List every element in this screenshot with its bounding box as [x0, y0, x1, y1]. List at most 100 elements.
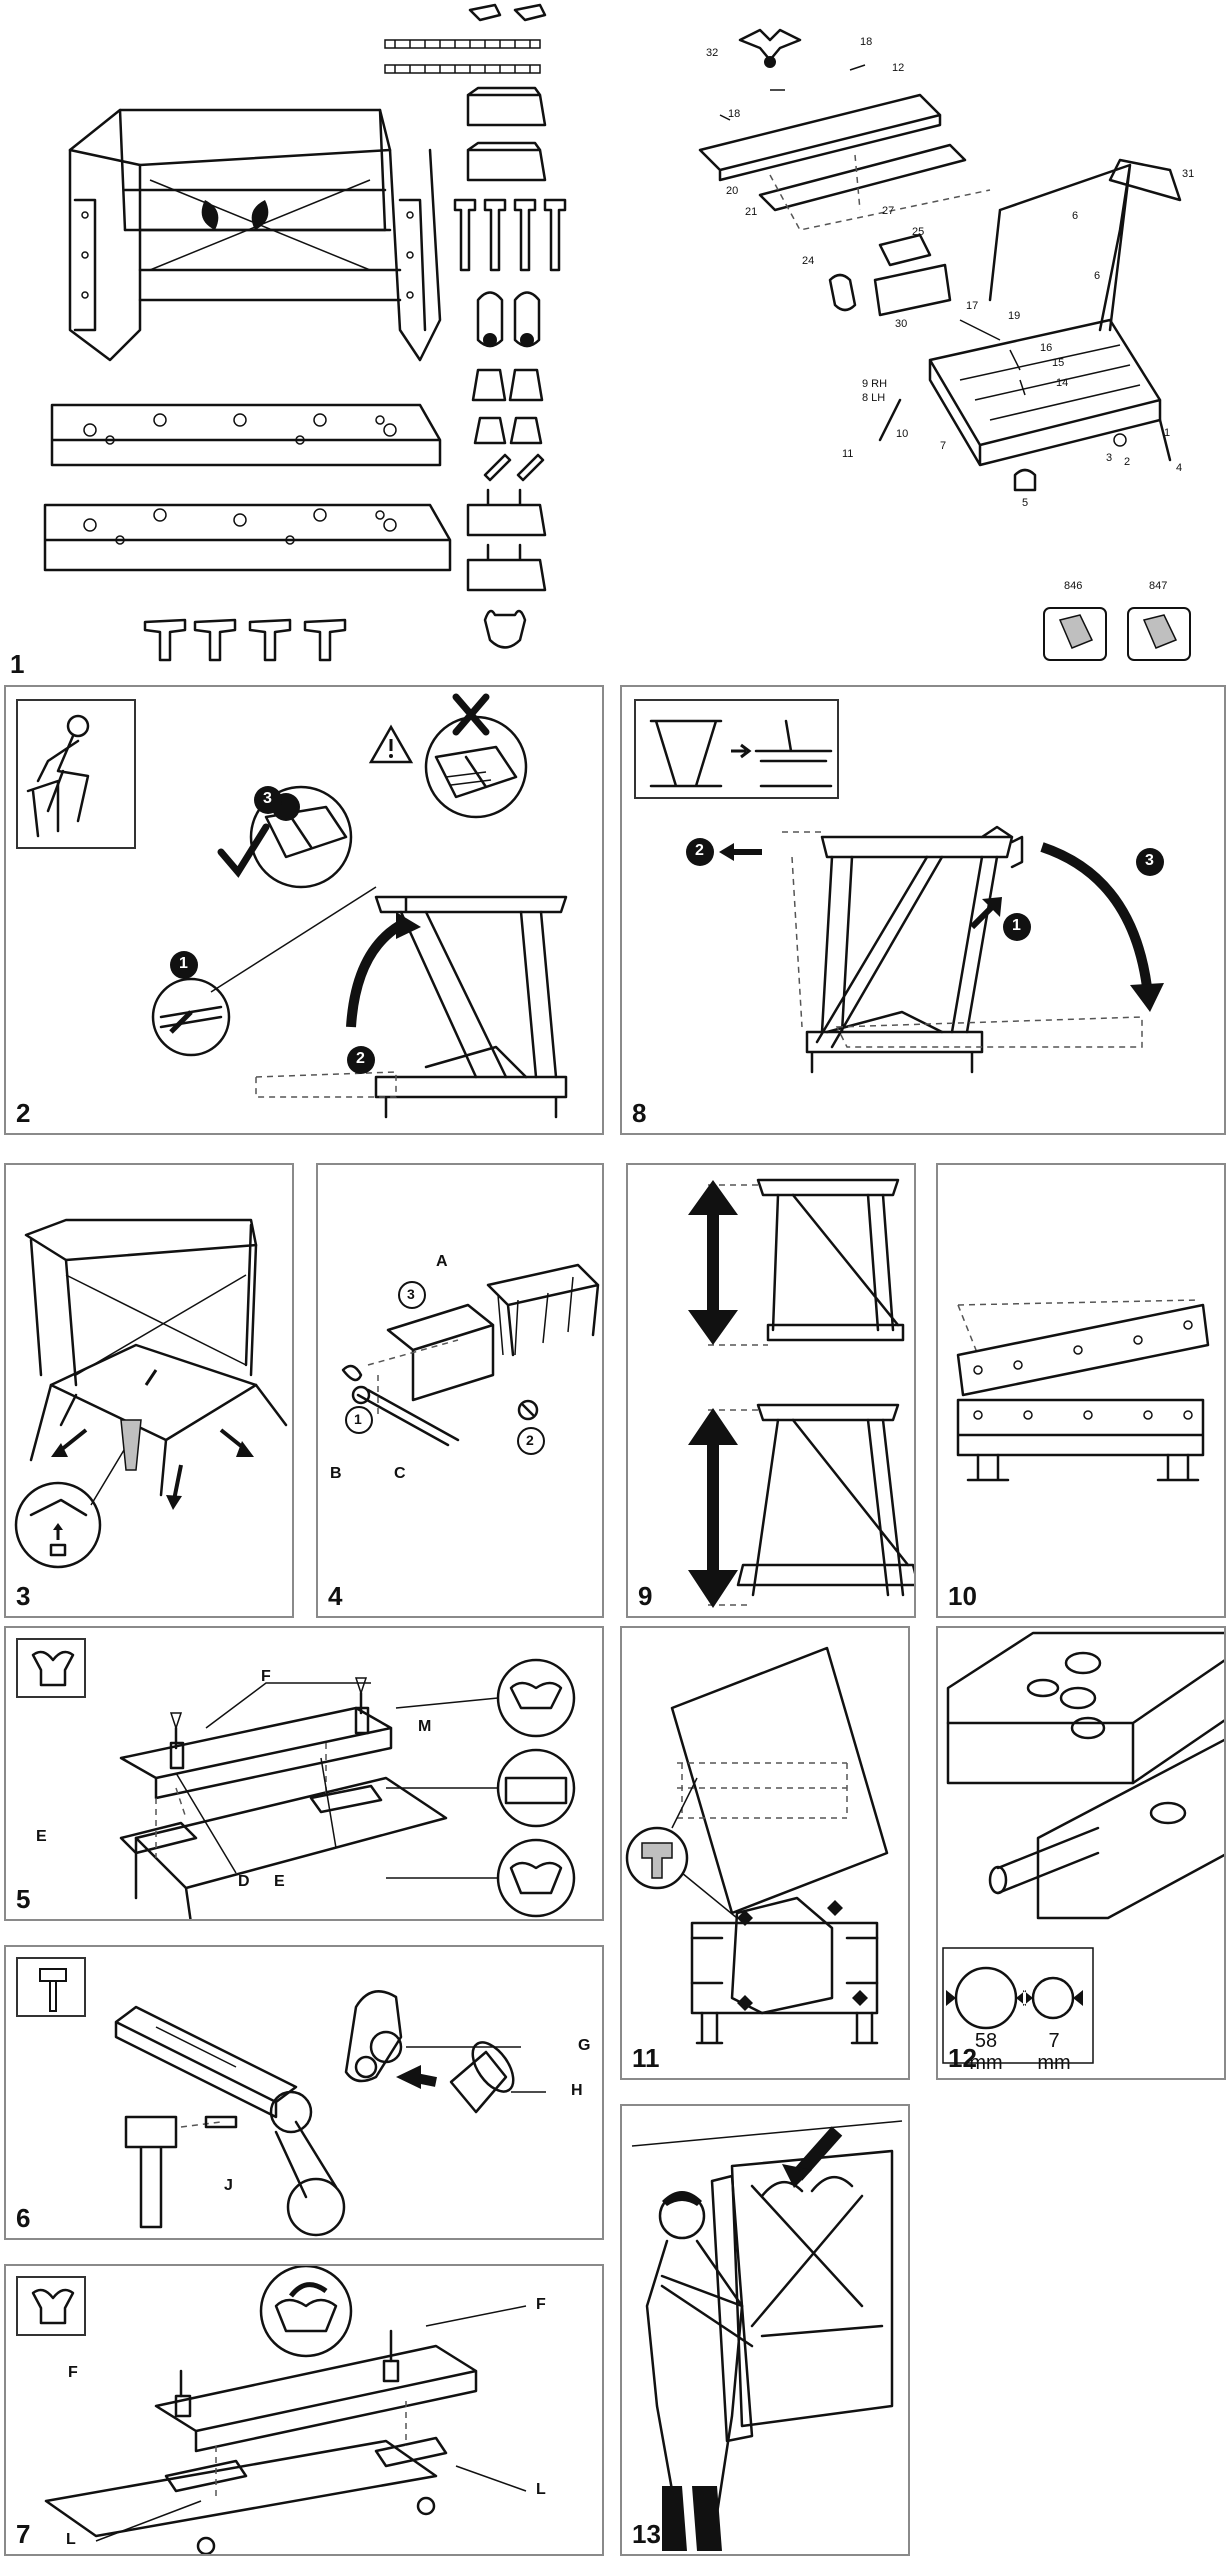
figure-4-vice-assembly: 1 2 3 A B C 4: [316, 1163, 604, 1618]
warning-icon: [368, 724, 414, 764]
figure-8-fold-bench: 1 2 3 8: [620, 685, 1226, 1135]
wingnut-inset: [16, 1638, 86, 1698]
bag-label-846: 846: [1064, 580, 1083, 592]
part-label-10: 10: [896, 428, 909, 440]
fold-drawing: [686, 825, 1164, 1074]
figure-6-handle-fitting: G H J 6: [4, 1945, 604, 2240]
part-label-8lh: 8 LH: [862, 392, 886, 404]
figure-3-open-legs: 3: [4, 1163, 294, 1618]
figure-number: 1: [10, 649, 25, 679]
exploded-view: [698, 28, 1182, 492]
part-label-9rh: 9 RH: [862, 378, 888, 390]
part-label-32: 32: [706, 47, 719, 59]
person-lifting-drawing: [26, 714, 90, 838]
detail-circle-1: [151, 977, 231, 1057]
part-label-31: 31: [1182, 168, 1195, 180]
label-e-left: E: [36, 1828, 47, 1845]
part-label-1: 1: [1164, 427, 1171, 439]
step-marker-2: 2: [356, 1050, 365, 1067]
figure-12-peg-holes: 58 mm 7 mm 12: [936, 1626, 1226, 2080]
figure-1-parts-overview: 32 18 12 18 20 21 27 25 31 6 6 24 17 19 …: [0, 0, 1230, 684]
height-positions-drawing: [688, 1178, 914, 1608]
dimension-value: 58: [974, 2030, 998, 2052]
wall-storage-drawing: [631, 2120, 903, 2551]
label-d: D: [238, 1873, 250, 1890]
part-label-5: 5: [1022, 497, 1029, 509]
parts-drawing: [43, 3, 1191, 662]
wingnut-icon: [31, 2288, 75, 2325]
figure-9-height-positions: 9: [626, 1163, 916, 1618]
figure-11-clamp-irregular-work: 11: [620, 1626, 910, 2080]
step-marker-1: 1: [1012, 917, 1021, 934]
fold-sequence-inset: [634, 699, 839, 799]
label-l-left: L: [66, 2531, 76, 2548]
clamp-irregular-drawing: [625, 1646, 889, 2045]
tilt-top-drawing: [956, 1299, 1210, 1482]
dimension-7mm: 7 mm: [1024, 2030, 1084, 2074]
cross-icon: [452, 693, 490, 736]
label-a: A: [436, 1253, 448, 1270]
vice-assembly-drawing: [341, 1263, 600, 1455]
part-label-20: 20: [726, 185, 739, 197]
part-label-6b: 6: [1094, 270, 1101, 282]
label-f-left: F: [68, 2364, 78, 2381]
part-label-19: 19: [1008, 310, 1021, 322]
wingnut-icon: [31, 1650, 75, 1687]
dimension-value: 7: [1048, 2030, 1060, 2052]
part-label-24: 24: [802, 255, 815, 267]
step-marker-2: 2: [695, 842, 704, 859]
step-marker-2: 2: [526, 1432, 534, 1448]
label-c: C: [394, 1465, 406, 1482]
figure-number: 7: [16, 2519, 31, 2549]
figure-13-wall-storage: 13: [620, 2104, 910, 2556]
step-marker-3: 3: [407, 1286, 415, 1302]
label-f: F: [261, 1668, 271, 1685]
dimension-unit: mm: [969, 2052, 1003, 2074]
part-label-14: 14: [1056, 377, 1069, 389]
jaw-positions-drawing: [44, 2266, 527, 2554]
part-label-3: 3: [1106, 452, 1113, 464]
hardware-column: [384, 3, 567, 649]
part-label-15: 15: [1052, 357, 1065, 369]
figure-number: 5: [16, 1884, 31, 1914]
swivel-pegs: [143, 618, 347, 662]
parts-bags: [1043, 607, 1191, 661]
label-m: M: [418, 1718, 432, 1735]
figure-7-jaw-positions: F F L L 7: [4, 2264, 604, 2556]
part-label-17: 17: [966, 300, 979, 312]
figure-5-attach-jaws: F M E D E 5: [4, 1626, 604, 1921]
arrow-icon: [346, 917, 409, 1028]
vice-jaw-boards: [43, 403, 452, 572]
label-e-right: E: [274, 1873, 285, 1890]
wingnut-inset: [16, 2276, 86, 2336]
bag-label-847: 847: [1149, 580, 1168, 592]
figure-number: 6: [16, 2203, 31, 2233]
part-label-12: 12: [892, 62, 905, 74]
unfold-drawing: [151, 693, 568, 1119]
part-label-6: 6: [1072, 210, 1079, 222]
figure-number: 9: [638, 1581, 653, 1611]
peg-holes-drawing: [942, 1631, 1224, 2064]
figure-number: 3: [16, 1581, 31, 1611]
detail-circle-foot: [14, 1481, 102, 1569]
label-j: J: [224, 2177, 233, 2194]
part-label-30: 30: [895, 318, 908, 330]
figure-2-unfold-bench: 1 2 3 2: [4, 685, 604, 1135]
dimension-unit: mm: [1037, 2052, 1071, 2074]
detail-circle-correct: [249, 785, 353, 889]
figure-number: 4: [328, 1581, 343, 1611]
label-l-right: L: [536, 2481, 546, 2498]
part-label-18b: 18: [728, 108, 741, 120]
part-label-2: 2: [1124, 456, 1131, 468]
figure-number: 10: [948, 1581, 977, 1611]
open-legs-drawing: [14, 1218, 288, 1569]
part-label-18: 18: [860, 36, 873, 48]
handle-fitting-drawing: [114, 1990, 546, 2237]
figure-number: 13: [632, 2519, 661, 2549]
figure-number: 12: [948, 2043, 977, 2073]
label-b: B: [330, 1465, 342, 1482]
hammer-inset: [16, 1957, 86, 2017]
part-label-7: 7: [940, 440, 947, 452]
part-label-4: 4: [1176, 462, 1183, 474]
part-label-16: 16: [1040, 342, 1053, 354]
